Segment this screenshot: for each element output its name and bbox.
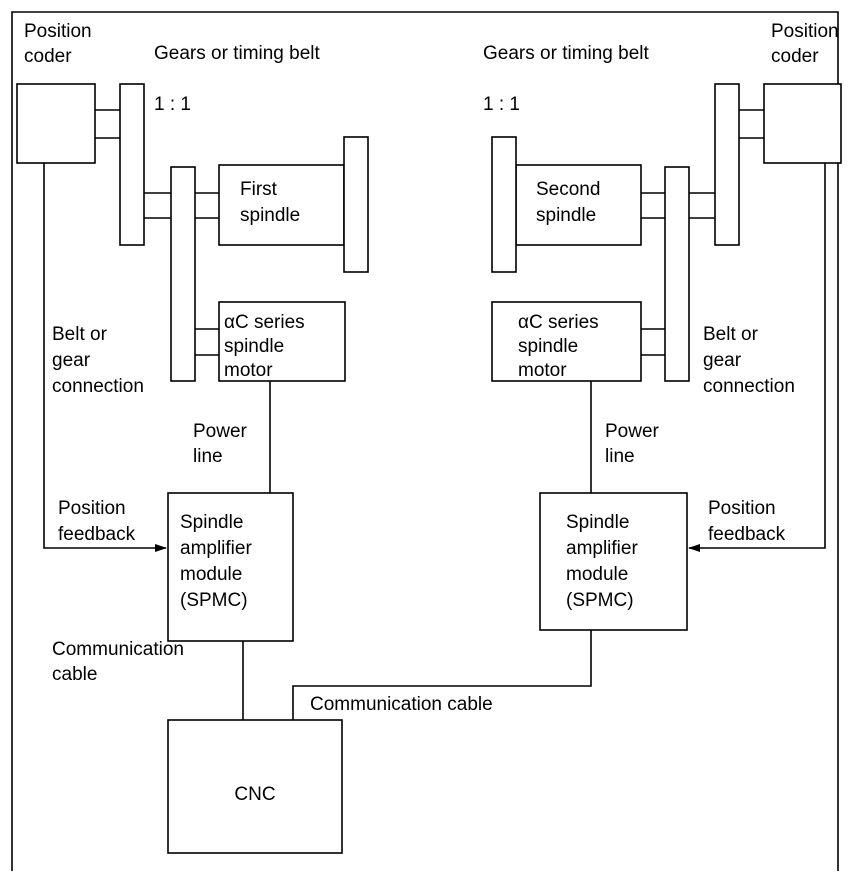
right-position-coder-label: Position coder (771, 21, 844, 67)
left-power-line-label: Power line (193, 421, 252, 467)
left-gear-2 (170, 166, 196, 382)
left-ratio-label: 1 : 1 (154, 94, 191, 115)
left-position-feedback-label: Position feedback (58, 498, 136, 545)
right-gear-2 (664, 166, 690, 382)
left-feedback-line (43, 163, 167, 552)
left-position-coder-label: Position coder (24, 21, 97, 67)
left-belt-connection-label: Belt or gear connection (52, 324, 144, 397)
right-amplifier-label: Spindle amplifier module (SPMC) (566, 512, 643, 611)
right-motor-label: αC series spindle motor (518, 312, 604, 381)
second-spindle-box (515, 164, 642, 246)
first-spindle-label: First spindle (240, 179, 300, 226)
right-gears-label: Gears or timing belt (483, 43, 650, 64)
left-amplifier-label: Spindle amplifier module (SPMC) (180, 512, 257, 611)
left-spindle-chuck (343, 136, 369, 273)
right-belt-connection-label: Belt or gear connection (703, 324, 795, 397)
left-gears-label: Gears or timing belt (154, 43, 321, 64)
left-motor-box (218, 301, 346, 382)
right-amplifier-box (539, 492, 688, 631)
right-feedback-line (688, 163, 826, 552)
cnc-box (167, 719, 343, 854)
cnc-label: CNC (234, 784, 275, 805)
right-comm-cable-line (292, 630, 592, 720)
second-spindle-label: Second spindle (536, 179, 606, 226)
left-amplifier-box (167, 492, 294, 642)
first-spindle-box (218, 164, 345, 246)
right-comm-cable-label: Communication cable (310, 694, 493, 715)
left-motor-label: αC series spindle motor (224, 312, 310, 381)
right-power-line-label: Power line (605, 421, 664, 467)
left-gear-1 (119, 83, 145, 246)
right-ratio-label: 1 : 1 (483, 94, 520, 115)
right-motor-box (491, 301, 642, 382)
right-gear-1 (714, 83, 740, 246)
right-position-feedback-label: Position feedback (708, 498, 786, 545)
left-position-coder-box (16, 83, 96, 164)
left-comm-cable-label: Communication cable (52, 639, 189, 685)
right-spindle-chuck (491, 136, 517, 273)
right-position-coder-box (763, 83, 842, 164)
outer-frame (11, 11, 839, 871)
